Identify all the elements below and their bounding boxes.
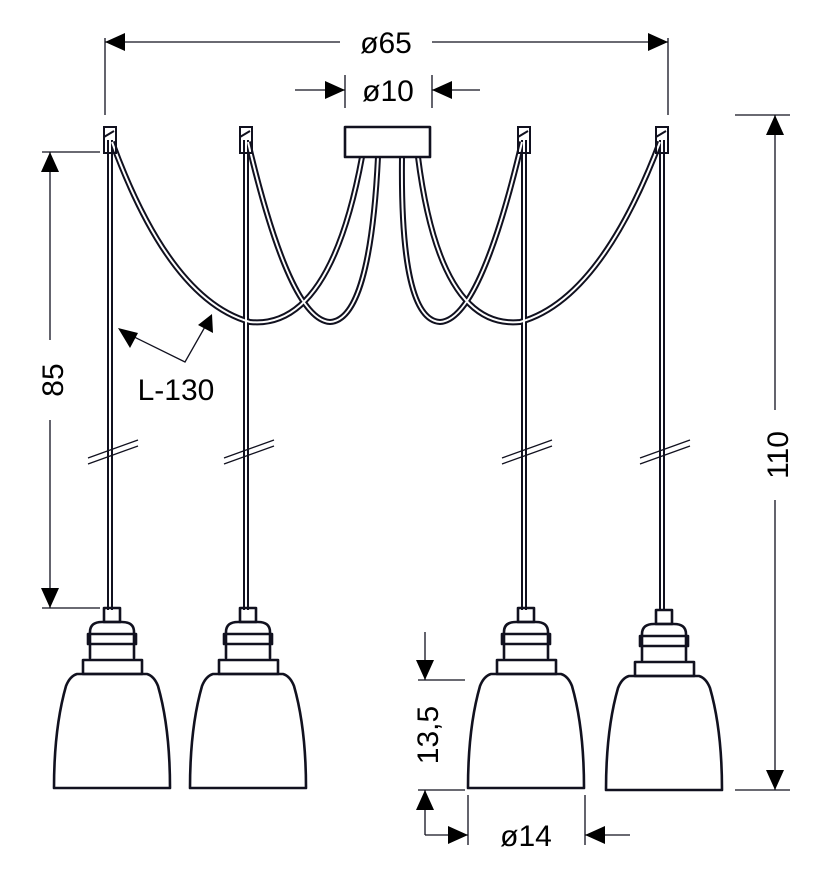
dimension-shade-diameter: ø14 — [425, 795, 630, 853]
svg-text:110: 110 — [762, 431, 795, 479]
hooks — [103, 126, 669, 154]
lamp-shade-2 — [188, 606, 308, 790]
dimension-cable-drop: 85 — [37, 151, 100, 609]
dimension-total-height: 110 — [735, 114, 795, 791]
ceiling-canopy — [343, 125, 432, 159]
svg-text:L-130: L-130 — [138, 374, 215, 407]
lamp-shade-3 — [466, 606, 586, 790]
svg-text:ø10: ø10 — [362, 75, 414, 108]
break-marks — [87, 439, 691, 465]
lamp-shade-4 — [604, 608, 724, 792]
dimension-overall-diameter: ø65 — [104, 27, 669, 115]
dimension-canopy-diameter: ø10 — [295, 75, 480, 108]
svg-text:13,5: 13,5 — [412, 706, 445, 764]
svg-text:85: 85 — [37, 363, 70, 396]
svg-text:ø14: ø14 — [500, 820, 552, 853]
svg-text:ø65: ø65 — [360, 27, 412, 60]
dimension-cable-length: L-130 — [118, 314, 214, 407]
cables — [87, 140, 691, 610]
dimension-shade-height: 13,5 — [412, 632, 465, 835]
lamp-shades — [52, 606, 724, 792]
lamp-shade-1 — [52, 606, 172, 790]
